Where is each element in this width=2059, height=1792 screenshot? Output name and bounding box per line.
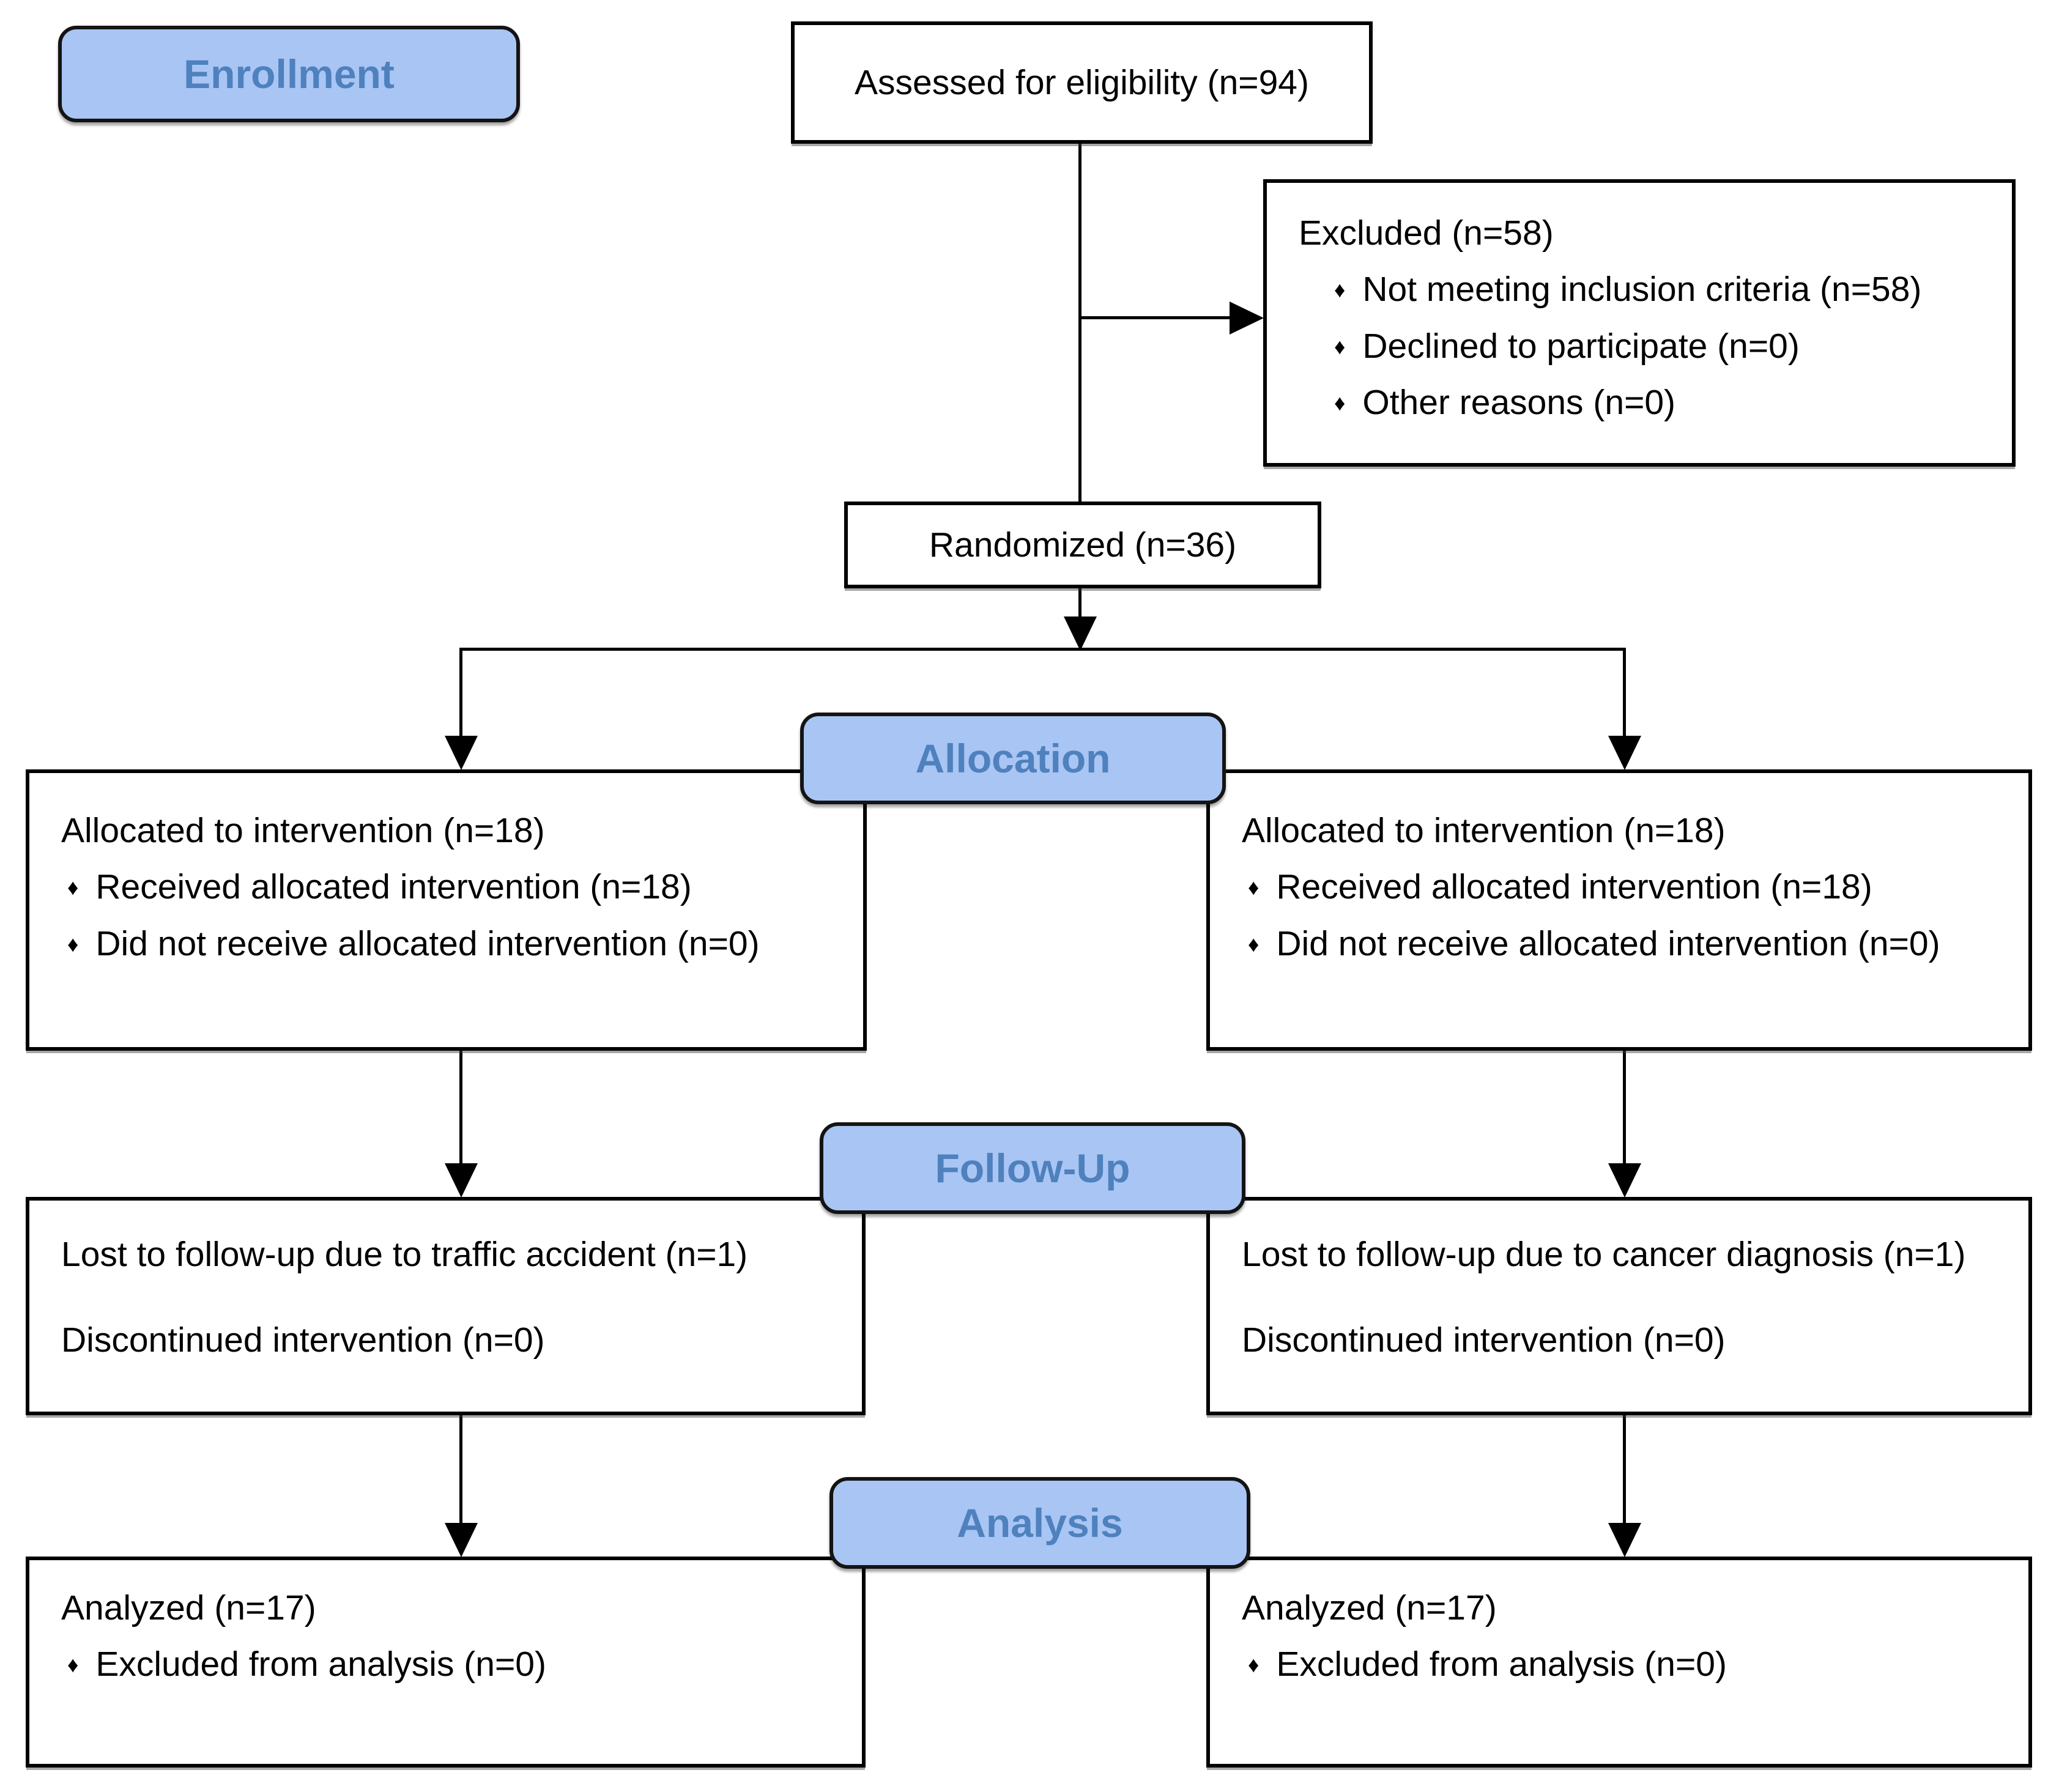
excluded-bullet: ♦Other reasons (n=0) (1334, 383, 1676, 423)
followup-left-line: Discontinued intervention (n=0) (61, 1320, 545, 1360)
box-analyzed-right: Analyzed (n=17) ♦Excluded from analysis … (1206, 1557, 2032, 1768)
followup-label-text: Follow-Up (935, 1146, 1130, 1191)
branch-line (459, 648, 1625, 651)
followup-right-line: Discontinued intervention (n=0) (1242, 1320, 1726, 1360)
arrowhead-alloc-left-icon (445, 736, 478, 770)
analyzed-right-bullet: ♦Excluded from analysis (n=0) (1248, 1645, 1727, 1684)
arrowhead-alloc-right-icon (1608, 736, 1641, 770)
allocated-right-bullet: ♦Received allocated intervention (n=18) (1248, 867, 1872, 907)
box-allocated-left: Allocated to intervention (n=18) ♦Receiv… (26, 769, 867, 1051)
diamond-bullet-icon: ♦ (1334, 333, 1346, 359)
analysis-label-text: Analysis (957, 1500, 1123, 1546)
diamond-bullet-icon: ♦ (67, 875, 79, 900)
connector-randomized-to-branch (1078, 587, 1081, 619)
allocation-label-text: Allocation (915, 736, 1111, 781)
diamond-bullet-icon: ♦ (1334, 277, 1346, 303)
diamond-bullet-icon: ♦ (1248, 875, 1260, 900)
box-followup-right: Lost to follow-up due to cancer diagnosi… (1206, 1197, 2032, 1415)
box-excluded: Excluded (n=58) ♦Not meeting inclusion c… (1263, 179, 2016, 467)
arrowhead-followup-left-icon (445, 1163, 478, 1198)
allocated-left-title: Allocated to intervention (n=18) (61, 811, 545, 850)
connector-followup-to-analysis-left (459, 1414, 462, 1524)
connector-alloc-to-followup-right (1623, 1050, 1626, 1164)
stage-label-allocation: Allocation (800, 713, 1226, 804)
arrowhead-analysis-right-icon (1608, 1523, 1641, 1557)
arrowhead-analysis-left-icon (445, 1523, 478, 1557)
box-allocated-right: Allocated to intervention (n=18) ♦Receiv… (1206, 769, 2032, 1051)
analyzed-left-bullet: ♦Excluded from analysis (n=0) (67, 1645, 546, 1684)
box-followup-left: Lost to follow-up due to traffic acciden… (26, 1197, 866, 1415)
allocated-right-bullet: ♦Did not receive allocated intervention … (1248, 924, 1940, 963)
box-assessed-eligibility: Assessed for eligibility (n=94) (791, 21, 1373, 144)
assessed-title: Assessed for eligibility (n=94) (855, 62, 1309, 102)
allocated-left-bullet: ♦Did not receive allocated intervention … (67, 924, 760, 963)
diamond-bullet-icon: ♦ (1334, 390, 1346, 416)
arrowhead-branch-icon (1064, 616, 1097, 651)
diamond-bullet-icon: ♦ (1248, 931, 1260, 957)
excluded-bullet: ♦Not meeting inclusion criteria (n=58) (1334, 270, 1922, 309)
followup-right-line: Lost to follow-up due to cancer diagnosi… (1242, 1235, 1966, 1274)
enrollment-label-text: Enrollment (184, 51, 395, 97)
randomized-title: Randomized (n=36) (929, 525, 1237, 565)
connector-assessed-to-randomized (1078, 142, 1081, 503)
stage-label-followup: Follow-Up (820, 1122, 1245, 1214)
excluded-bullet: ♦Declined to participate (n=0) (1334, 326, 1800, 366)
box-randomized: Randomized (n=36) (844, 502, 1321, 588)
analyzed-left-title: Analyzed (n=17) (61, 1588, 316, 1627)
diamond-bullet-icon: ♦ (67, 931, 79, 957)
connector-branch-to-alloc-left (459, 648, 462, 737)
analyzed-right-title: Analyzed (n=17) (1242, 1588, 1497, 1627)
diamond-bullet-icon: ♦ (1248, 1652, 1260, 1678)
arrowhead-excluded-icon (1230, 302, 1264, 335)
stage-label-enrollment: Enrollment (58, 26, 520, 122)
allocated-left-bullet: ♦Received allocated intervention (n=18) (67, 867, 692, 907)
connector-to-excluded (1078, 316, 1231, 319)
diamond-bullet-icon: ♦ (67, 1652, 79, 1678)
connector-branch-to-alloc-right (1623, 648, 1626, 737)
connector-alloc-to-followup-left (459, 1050, 462, 1164)
connector-followup-to-analysis-right (1623, 1414, 1626, 1524)
followup-left-line: Lost to follow-up due to traffic acciden… (61, 1235, 748, 1274)
allocated-right-title: Allocated to intervention (n=18) (1242, 811, 1726, 850)
box-analyzed-left: Analyzed (n=17) ♦Excluded from analysis … (26, 1557, 866, 1768)
stage-label-analysis: Analysis (829, 1477, 1250, 1569)
excluded-title: Excluded (n=58) (1299, 213, 1554, 253)
arrowhead-followup-right-icon (1608, 1163, 1641, 1198)
